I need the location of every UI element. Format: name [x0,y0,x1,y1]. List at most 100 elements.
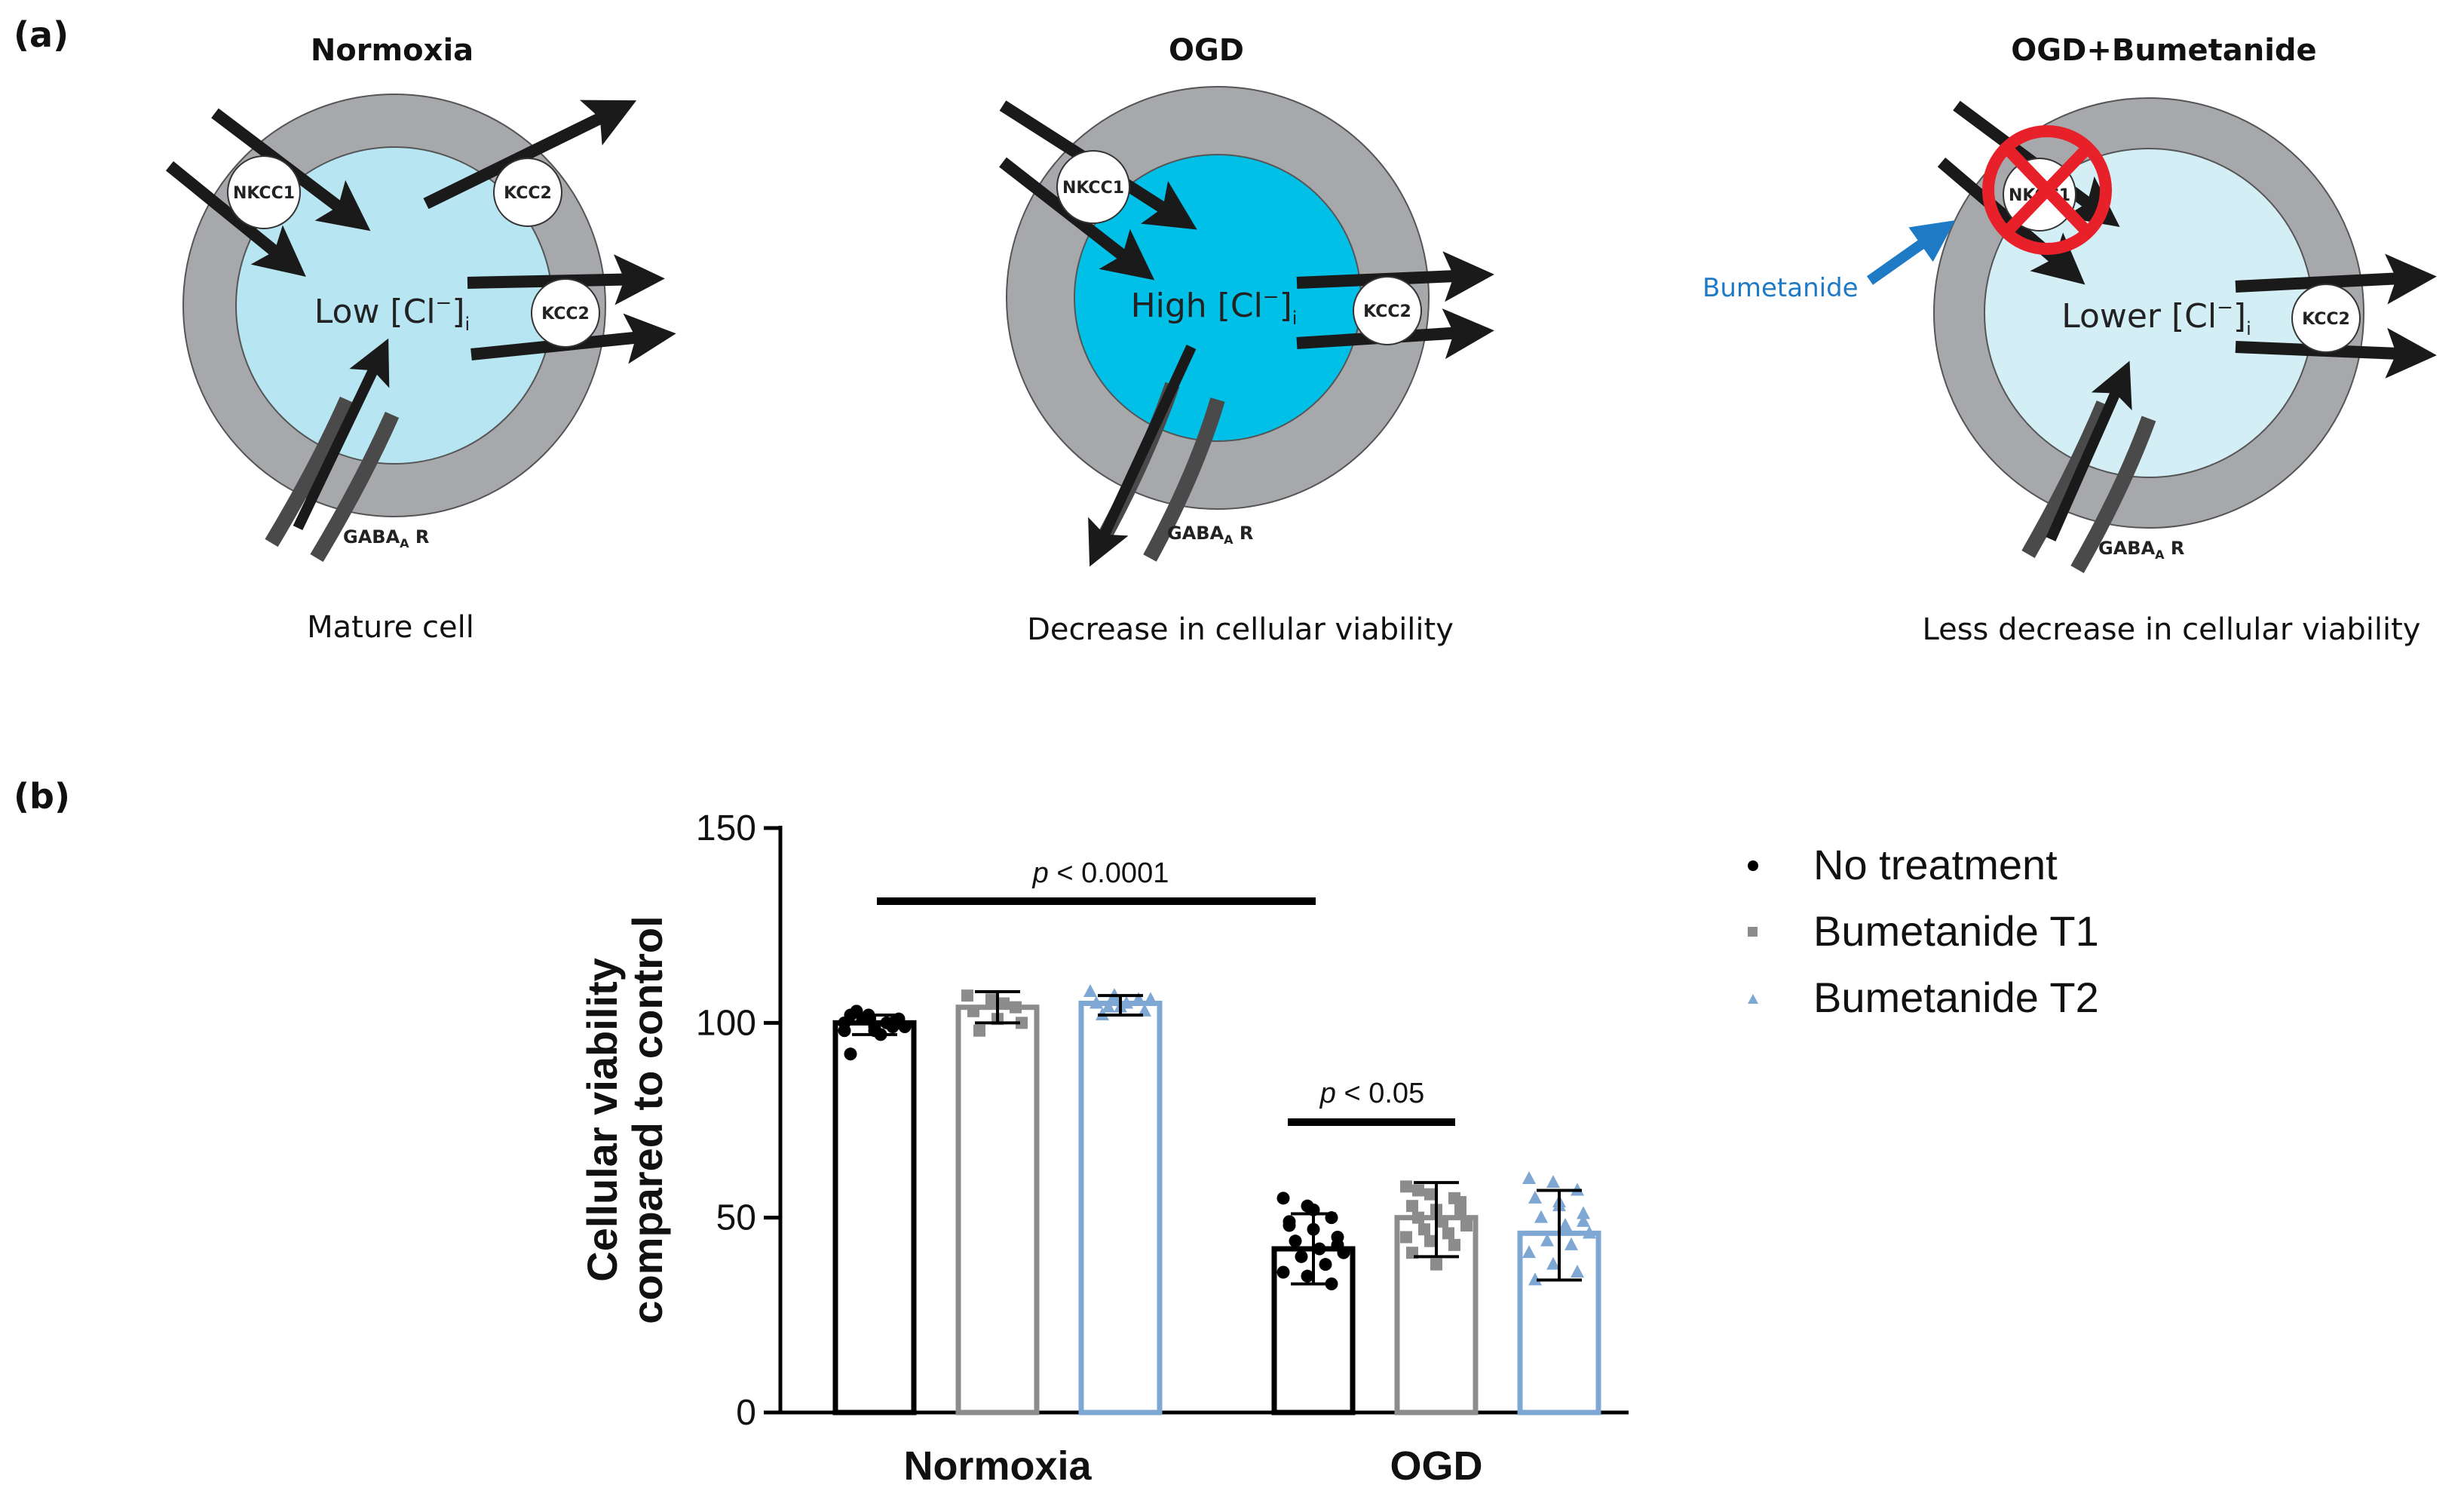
legend-label: No treatment [1813,841,2058,888]
gaba-efflux-arrow [1088,345,1197,567]
kcc2-label: KCC2 [2302,310,2350,329]
cell-caption-ogd-bumetanide: Less decrease in cellular viability [1923,612,2421,647]
panel-a-label: (a) [14,14,69,55]
data-point [1540,1233,1554,1247]
cell-title-ogd-bumetanide: OGD+Bumetanide [2011,33,2316,68]
data-point [1565,1237,1578,1250]
influx-arrow [165,161,306,277]
y-axis-title: Cellular viability [578,958,626,1282]
cell-diagram-ogd-bumetanide: OGD+Bumetanide NKCC1 KCC2 GABAA R Lower … [1702,33,2437,647]
data-point [1276,1192,1290,1205]
gaba-receptor-label: GABAA R [2098,538,2184,562]
data-point [1577,1213,1590,1227]
nkcc1-label: NKCC1 [233,184,295,203]
cell-diagram-ogd: OGD NKCC1 KCC2 GABAA R High [Cl−]i Decre… [999,33,1494,647]
data-point [1406,1200,1418,1213]
cell-caption-ogd: Decrease in cellular viability [1027,612,1454,647]
kcc2-transporter [1353,276,1422,345]
cell-caption-normoxia: Mature cell [307,610,474,645]
efflux-arrow [423,100,637,210]
data-point [1144,992,1157,1005]
data-point [1430,1258,1442,1271]
nkcc1-transporter [227,155,301,229]
legend-item: Bumetanide T2 [1748,974,2099,1021]
data-point [1442,1227,1454,1240]
data-point [1283,1219,1296,1232]
data-point [1331,1238,1344,1252]
gaba-influx-arrow [2046,360,2132,541]
data-point [1534,1210,1548,1223]
gaba-channel [265,396,354,547]
bumetanide-label: Bumetanide [1702,273,1859,303]
data-point [1319,1258,1332,1271]
data-point [1295,1250,1308,1263]
data-point [961,989,973,1002]
data-point [1571,1265,1584,1277]
data-point [985,993,998,1006]
significance-label: p < 0.0001 [1032,857,1169,889]
chloride-level-label: High [Cl−]i [1131,286,1298,329]
chloride-level-label: Low [Cl−]i [314,292,470,335]
data-point [1120,995,1133,1009]
data-point [1454,1196,1466,1208]
panel-b-label: (b) [14,776,70,817]
kcc2-transporter [493,158,562,227]
data-point [1313,1242,1326,1256]
nkcc1-label: NKCC1 [1062,179,1124,198]
gaba-channel [310,411,400,563]
gaba-channel [2021,400,2111,558]
legend-item: No treatment [1748,841,2058,888]
y-axis-title: compared to control [624,916,671,1324]
data-point [1577,1206,1590,1219]
nkcc1-transporter [1056,150,1130,224]
data-point [1558,1218,1572,1231]
data-point [1089,995,1103,1009]
data-point [1528,1190,1542,1204]
data-point [1546,1256,1560,1270]
data-point [1460,1219,1473,1231]
data-point [1448,1238,1460,1251]
data-point [1418,1223,1430,1236]
efflux-arrow [2235,253,2437,305]
kcc2-transporter [2291,284,2361,353]
data-point [1424,1188,1436,1201]
chloride-level-label: Lower [Cl−]i [2061,296,2251,339]
data-point [838,1024,851,1038]
cell-title-normoxia: Normoxia [311,33,473,68]
legend-label: Bumetanide T2 [1813,974,2099,1021]
data-point [1436,1215,1448,1228]
kcc2-label: KCC2 [504,184,552,203]
bar [1078,1001,1163,1416]
gaba-receptor-label: GABAA R [1167,523,1253,547]
data-point [1424,1235,1436,1247]
gaba-receptor-label: GABAA R [343,526,429,551]
legend-label: Bumetanide T1 [1813,907,2099,955]
data-point [1010,1001,1022,1014]
kcc2-transporter [531,278,600,348]
data-point [1412,1211,1424,1224]
y-tick-label: 100 [696,1003,756,1043]
data-point [1400,1180,1412,1193]
gaba-channel [1143,397,1225,562]
data-point [1522,1245,1536,1259]
legend-marker-circle [1748,860,1758,871]
data-point [844,1047,857,1061]
data-point [1522,1171,1536,1184]
cell-title-ogd: OGD [1169,33,1244,68]
kcc2-label: KCC2 [541,305,590,324]
data-point [1583,1225,1596,1239]
data-point [1528,1272,1542,1286]
x-tick-label: Normoxia [903,1443,1092,1489]
data-point [1132,992,1145,1005]
bar [832,1020,917,1416]
data-point [1400,1231,1412,1244]
data-point [998,997,1010,1010]
kcc2-label: KCC2 [1363,302,1411,321]
legend-marker-triangle [1748,994,1758,1004]
y-tick-label: 0 [736,1393,756,1433]
block-icon [1982,125,2112,255]
data-point [1412,1184,1424,1197]
data-point [1454,1207,1466,1220]
